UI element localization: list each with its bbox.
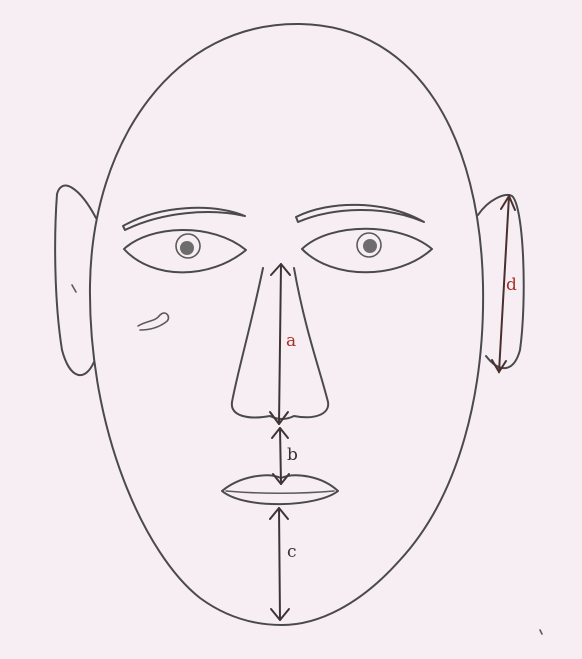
right-pupil	[363, 239, 377, 253]
paper-dot	[540, 630, 542, 634]
label-b: b	[287, 445, 298, 465]
dimension-c	[270, 508, 289, 620]
left-ear-smudge	[72, 285, 76, 292]
left-eyebrow	[123, 208, 245, 230]
label-c: c	[287, 542, 297, 562]
label-d: d	[506, 275, 517, 295]
cheek-smudge	[138, 313, 168, 330]
head-outline	[90, 24, 483, 625]
label-a: a	[286, 331, 296, 351]
lip-line	[226, 491, 334, 493]
left-pupil	[180, 241, 194, 255]
right-eyebrow	[296, 205, 424, 222]
